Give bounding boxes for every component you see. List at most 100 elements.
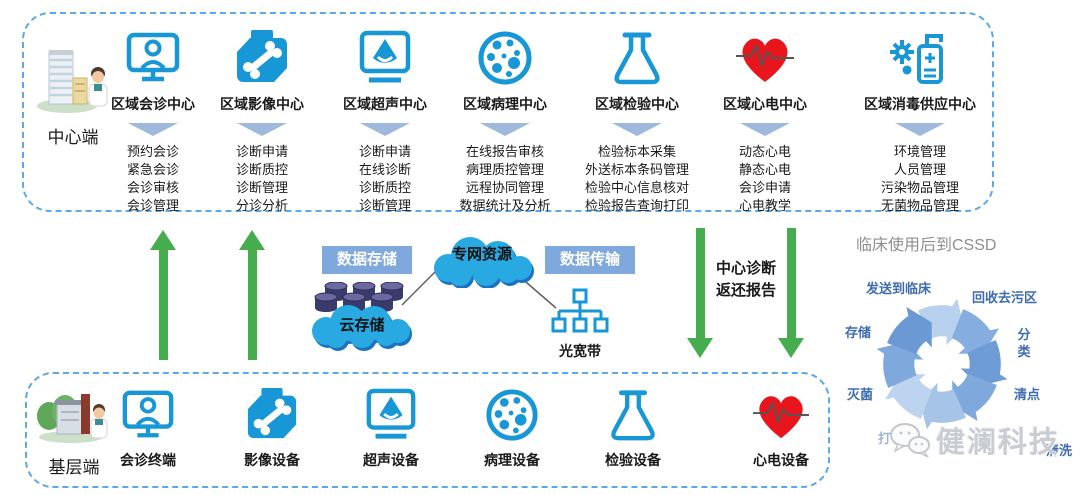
broadband-cluster: 光宽带 xyxy=(550,288,610,361)
center-item: 紧急会诊 xyxy=(126,162,179,177)
center-item: 检验报告查询打印 xyxy=(584,198,689,213)
device-col-pathology: 病理设备 xyxy=(452,382,572,470)
center-item-list: 诊断申请 在线诊断 诊断质控 诊断管理 xyxy=(359,143,411,215)
center-title: 区域超声中心 xyxy=(343,96,427,112)
center-item: 在线报告审核 xyxy=(465,144,544,159)
data-transmission-tag: 数据传输 xyxy=(545,246,635,274)
center-col-cssd: 区域消毒供应中心 环境管理 人员管理 污染物品管理 无菌物品管理 xyxy=(850,22,990,215)
device-label: 超声设备 xyxy=(363,452,419,468)
center-item: 会诊申请 xyxy=(738,180,791,195)
chevron-down-icon xyxy=(128,123,178,136)
cssd-step: 发送到临床 xyxy=(866,281,932,296)
cssd-step: 分类 xyxy=(1017,327,1031,359)
center-title: 区域影像中心 xyxy=(220,96,304,112)
monitor-person-icon xyxy=(125,22,181,86)
center-title: 区域消毒供应中心 xyxy=(864,96,976,112)
center-item: 人员管理 xyxy=(893,162,946,177)
center-item-list: 检验标本采集 外送标本条码管理 检验中心信息核对 检验报告查询打印 xyxy=(585,143,689,215)
device-label: 会诊终端 xyxy=(120,452,176,468)
chevron-down-icon xyxy=(612,123,662,136)
center-item: 检验中心信息核对 xyxy=(584,180,689,195)
chevron-down-icon xyxy=(895,123,945,136)
cssd-step: 回收去污区 xyxy=(972,290,1038,305)
monitor-person-icon xyxy=(121,382,175,442)
device-label: 心电设备 xyxy=(753,452,809,468)
disk-stack-icon xyxy=(314,281,404,312)
download-arrow xyxy=(778,228,804,358)
center-title: 区域会诊中心 xyxy=(111,96,195,112)
wechat-icon xyxy=(890,423,930,458)
grassroots-section-box xyxy=(25,372,830,488)
chevron-down-icon xyxy=(237,123,287,136)
center-item: 会诊管理 xyxy=(126,198,179,213)
broadband-network-icon xyxy=(551,288,609,333)
watermark-brand-text: 健澜科技 xyxy=(936,427,1061,459)
center-col-lab: 区域检验中心 检验标本采集 外送标本条码管理 检验中心信息核对 检验报告查询打印 xyxy=(572,22,702,215)
center-item-list: 环境管理 人员管理 污染物品管理 无菌物品管理 xyxy=(881,143,959,215)
cssd-title: 临床使用后到CSSD xyxy=(856,237,997,254)
cssd-step: 灭菌 xyxy=(847,387,874,402)
cloud-storage-icon xyxy=(312,281,412,351)
center-col-ultrasound: 区域超声中心 诊断申请 在线诊断 诊断质控 诊断管理 xyxy=(320,22,450,215)
center-item: 动态心电 xyxy=(738,144,791,159)
ultrasound-icon xyxy=(357,22,413,86)
ultrasound-icon xyxy=(364,382,418,442)
imaging-xray-icon xyxy=(245,382,299,442)
chevron-down-icon xyxy=(480,123,530,136)
center-item: 诊断质控 xyxy=(235,162,288,177)
center-item: 心电教学 xyxy=(738,198,791,213)
center-item: 诊断管理 xyxy=(358,198,411,213)
center-item: 数据统计及分析 xyxy=(459,198,551,213)
pathology-cells-icon xyxy=(485,382,539,442)
device-col-imaging: 影像设备 xyxy=(212,382,332,470)
device-col-ecg: 心电设备 xyxy=(721,382,841,470)
center-item: 预约会诊 xyxy=(126,144,179,159)
private-network-label: 专网资源 xyxy=(451,246,512,263)
download-arrow xyxy=(687,228,713,358)
center-item: 诊断申请 xyxy=(358,144,411,159)
center-col-ecg: 区域心电中心 动态心电 静态心电 会诊申请 心电教学 xyxy=(700,22,830,215)
cloud-storage-label: 云存储 xyxy=(339,317,385,334)
device-col-lab: 检验设备 xyxy=(573,382,693,470)
broadband-label: 光宽带 xyxy=(559,343,601,359)
center-item: 检验标本采集 xyxy=(597,144,676,159)
grassroots-side: 基层端 xyxy=(28,386,120,478)
center-item: 诊断申请 xyxy=(235,144,288,159)
chevron-down-icon xyxy=(740,123,790,136)
center-item-list: 预约会诊 紧急会诊 会诊审核 会诊管理 xyxy=(127,143,179,215)
cssd-step: 存储 xyxy=(845,325,872,340)
center-item-list: 在线报告审核 病理质控管理 远程协同管理 数据统计及分析 xyxy=(459,143,550,215)
lab-flask-icon xyxy=(609,22,665,86)
center-item: 远程协同管理 xyxy=(465,180,544,195)
center-item: 病理质控管理 xyxy=(465,162,544,177)
center-col-pathology: 区域病理中心 在线报告审核 病理质控管理 远程协同管理 数据统计及分析 xyxy=(440,22,570,215)
data-storage-tag: 数据存储 xyxy=(322,246,412,274)
center-item: 静态心电 xyxy=(738,162,791,177)
center-item-list: 诊断申请 诊断质控 诊断管理 分诊分析 xyxy=(236,143,288,215)
center-item: 环境管理 xyxy=(893,144,946,159)
cloud-storage-cluster: 云存储 xyxy=(306,281,418,352)
center-item: 外送标本条码管理 xyxy=(584,162,689,177)
hospital-building-doctor-icon xyxy=(35,48,111,119)
center-item-list: 动态心电 静态心电 会诊申请 心电教学 xyxy=(739,143,791,215)
cloud-icon xyxy=(434,237,534,289)
report-return-label: 中心诊断 返还报告 xyxy=(715,260,776,299)
center-col-consultation: 区域会诊中心 预约会诊 紧急会诊 会诊审核 会诊管理 xyxy=(88,22,218,215)
center-title: 区域病理中心 xyxy=(463,96,547,112)
center-col-imaging: 区域影像中心 诊断申请 诊断质控 诊断管理 分诊分析 xyxy=(197,22,327,215)
cssd-step: 清点 xyxy=(1014,387,1041,402)
clinic-house-doctor-icon xyxy=(35,386,113,449)
pathology-cells-icon xyxy=(477,22,533,86)
device-label: 检验设备 xyxy=(605,452,661,468)
center-item: 会诊审核 xyxy=(126,180,179,195)
upload-arrow xyxy=(150,230,176,360)
imaging-xray-icon xyxy=(234,22,290,86)
center-side: 中心端 xyxy=(28,48,118,148)
device-col-terminal: 会诊终端 xyxy=(88,382,208,470)
device-label: 病理设备 xyxy=(484,452,540,468)
device-col-ultrasound: 超声设备 xyxy=(331,382,451,470)
center-item: 无菌物品管理 xyxy=(880,198,959,213)
cssd-step: 清洗 xyxy=(1046,443,1073,458)
center-item: 诊断质控 xyxy=(358,180,411,195)
